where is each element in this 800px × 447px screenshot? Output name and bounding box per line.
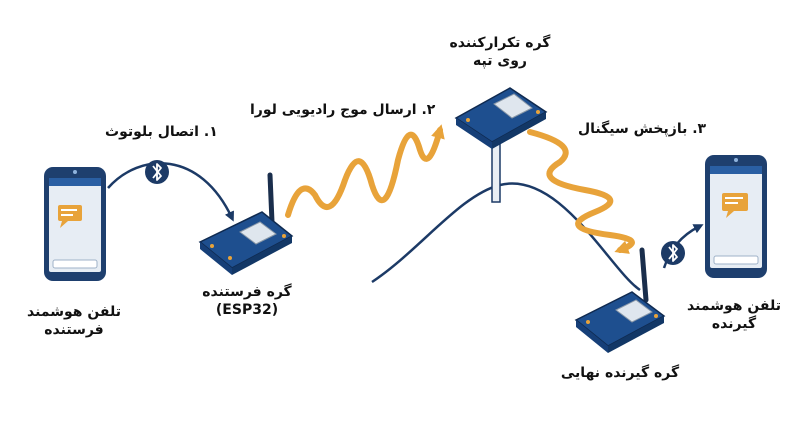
chat-bubble-icon <box>58 205 82 221</box>
bluetooth-link-arrow-left <box>107 162 234 222</box>
receiver-phone-label-line2: گیرنده <box>711 316 757 332</box>
sender-node-label-line1: گره فرستنده <box>202 284 292 300</box>
repeater-node-board <box>454 87 548 149</box>
bluetooth-icon <box>145 160 169 184</box>
sender-phone-label-line1: تلفن هوشمند <box>27 304 121 320</box>
receiver-node-label: گره گیرنده نهایی <box>555 364 685 382</box>
bluetooth-icon <box>661 241 685 265</box>
receiver-phone-label: تلفن هوشمند گیرنده <box>676 297 792 333</box>
repeater-label-line1: گره تکرارکننده <box>449 35 551 51</box>
step-2-label: ۲. ارسال موج رادیویی لورا <box>250 102 436 118</box>
sender-phone-label-line2: فرستنده <box>44 322 104 338</box>
lora-wave-1 <box>285 124 445 218</box>
step-1-label: ۱. اتصال بلوتوث <box>105 124 218 140</box>
receiver-node-label-line1: گره گیرنده نهایی <box>560 365 680 381</box>
receiver-phone-label-line1: تلفن هوشمند <box>687 298 781 314</box>
hill-curve <box>371 182 641 292</box>
sender-node-label-line2: (ESP32) <box>215 302 279 318</box>
receiver-phone <box>705 155 767 278</box>
lora-wave-2 <box>527 129 635 254</box>
sender-node-label: گره فرستنده (ESP32) <box>192 283 302 319</box>
repeater-label-line2: روی تپه <box>473 53 527 69</box>
receiver-node-board <box>574 247 666 353</box>
repeater-label: گره تکرارکننده روی تپه <box>440 34 560 70</box>
sender-phone <box>44 167 106 281</box>
sender-phone-label: تلفن هوشمند فرستنده <box>14 303 134 339</box>
step-3-label: ۳. بازپخش سیگنال <box>578 121 707 137</box>
sender-node-board <box>198 172 294 275</box>
